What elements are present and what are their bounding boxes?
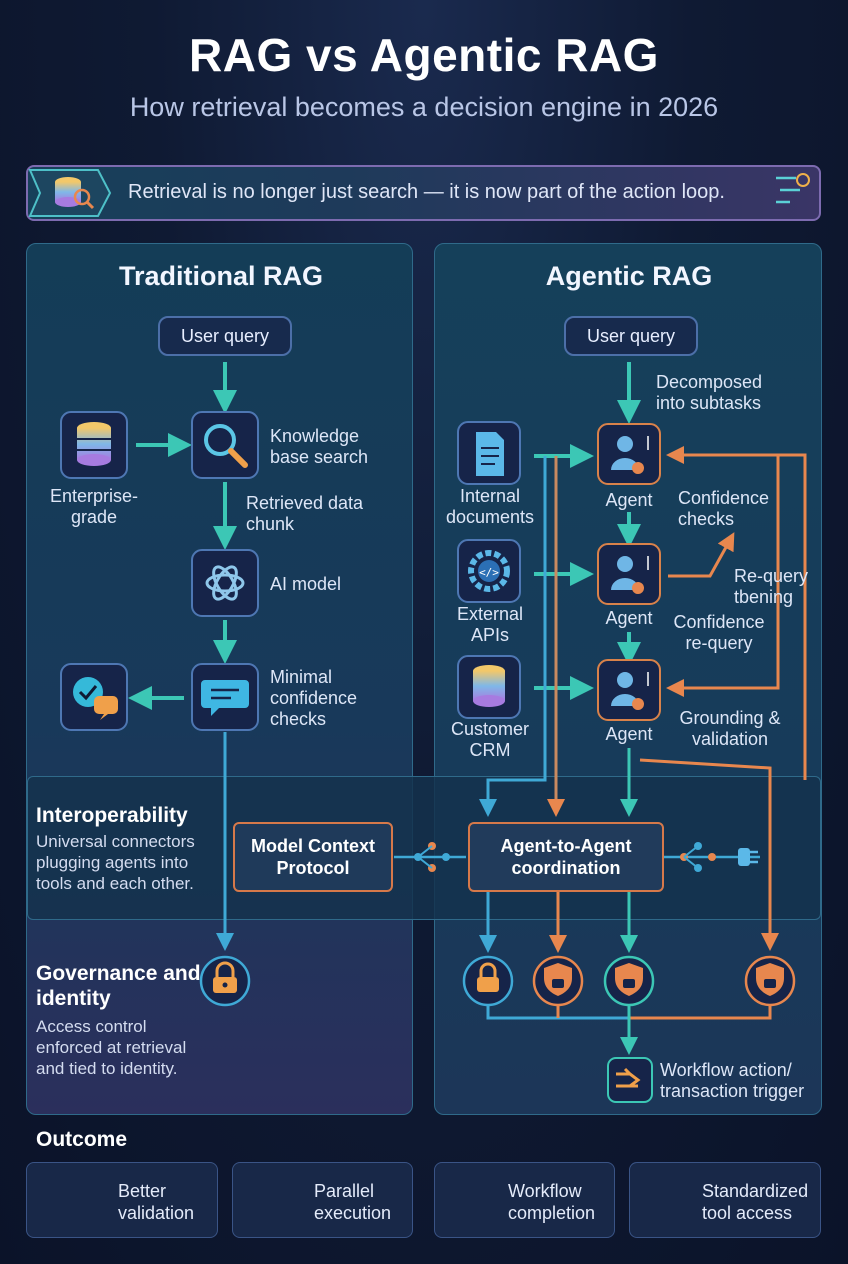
page-title: RAG vs Agentic RAG	[189, 29, 659, 81]
external-apis-label: External APIs	[456, 604, 524, 645]
mcp-box: Model Context Protocol	[233, 822, 393, 892]
decomposed-label: Decomposed into subtasks	[656, 372, 763, 413]
svg-text:</>: </>	[479, 566, 499, 579]
workflow-trigger-icon	[607, 1057, 653, 1103]
outcome-text-workflow: Workflow completion	[508, 1181, 596, 1223]
outcome-card-workflow	[434, 1162, 615, 1238]
outcome-text-validation: Better validation	[118, 1181, 195, 1223]
enterprise-label: Enterprise-grade	[49, 486, 139, 527]
agentic-shield-lock-icon-3	[744, 955, 796, 1007]
outcome-card-parallel	[232, 1162, 413, 1238]
grounding-label: Grounding & validation	[679, 708, 781, 749]
confidence-requery-label: Confidence re-query	[673, 612, 765, 653]
banner-database-icon	[28, 169, 112, 217]
outcome-card-validation	[26, 1162, 218, 1238]
agent-icon-1	[597, 423, 661, 485]
banner-flow-icon	[776, 173, 810, 204]
retrieved-label: Retrieved data chunk	[246, 493, 364, 534]
internal-docs-label: Internal documents	[445, 486, 535, 527]
agentic-lock-icon-1	[462, 955, 514, 1007]
traditional-user-query: User query	[158, 316, 292, 356]
connector-node-icon-1	[414, 842, 450, 872]
workflow-action-label: Workflow action/ transaction trigger	[660, 1060, 805, 1101]
agentic-shield-lock-icon-1	[532, 955, 584, 1007]
page-subtitle: How retrieval becomes a decision engine …	[129, 92, 719, 122]
agent-icon-3	[597, 659, 661, 721]
agent-label-2: Agent	[605, 608, 653, 628]
connector-node-icon-2	[680, 842, 716, 872]
interoperability-heading: Interoperability	[36, 804, 188, 827]
key-message-banner	[26, 165, 821, 221]
governance-body: Access control enforced at retrieval and…	[36, 1017, 187, 1078]
outcome-text-parallel: Parallel execution	[314, 1181, 392, 1223]
agent-label-1: Agent	[605, 490, 653, 510]
agent-icon-2	[597, 543, 661, 605]
plug-icon	[738, 848, 758, 866]
outcome-heading: Outcome	[36, 1128, 128, 1151]
ai-model-label: AI model	[270, 574, 342, 594]
banner-text: Retrieval is no longer just search — it …	[128, 181, 725, 203]
agentic-user-query: User query	[564, 316, 698, 356]
minimal-checks-label: Minimal confidence checks	[270, 667, 358, 729]
outcome-text-tool-access: Standardized tool access	[702, 1181, 809, 1223]
traditional-rag-heading: Traditional RAG	[118, 261, 324, 291]
ai-model-icon	[191, 549, 259, 617]
customer-crm-label: Customer CRM	[450, 719, 530, 760]
agent-label-3: Agent	[605, 724, 653, 744]
interoperability-body: Universal connectors plugging agents int…	[36, 832, 195, 893]
search-icon	[191, 411, 259, 479]
confidence-checks-label: Confidence checks	[678, 488, 770, 529]
governance-heading: Governance and identity	[36, 962, 201, 1010]
requery-label: Re-query tbening	[734, 566, 809, 607]
interoperability-band	[27, 776, 821, 920]
outcome-card-tool-access	[629, 1162, 821, 1238]
traditional-lock-icon	[199, 955, 251, 1007]
agentic-shield-lock-icon-2	[603, 955, 655, 1007]
a2a-box: Agent-to-Agent coordination	[468, 822, 664, 892]
agentic-rag-heading: Agentic RAG	[545, 261, 713, 291]
kb-search-label: Knowledge base search	[270, 426, 369, 467]
